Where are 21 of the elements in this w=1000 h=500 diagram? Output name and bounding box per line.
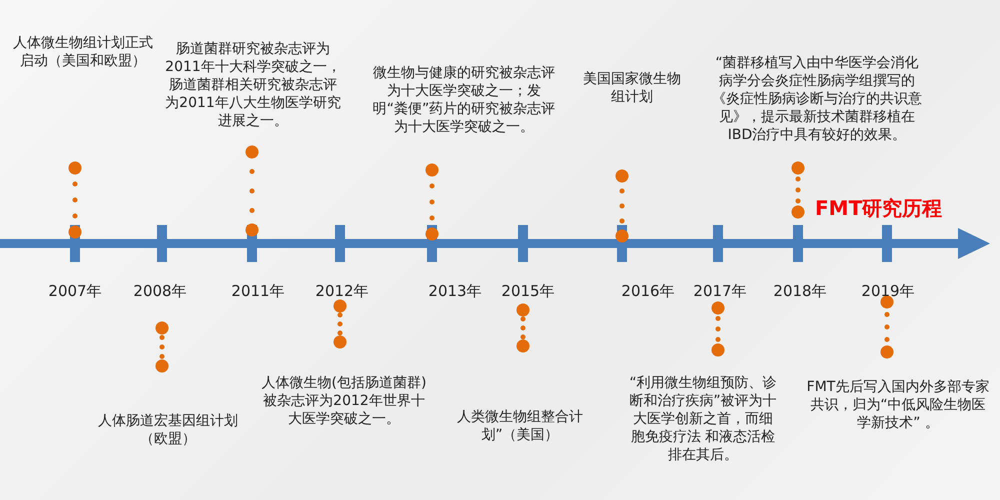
event-text: “利用微生物组预防、诊断和治疗疾病”被评为十大医学创新之首，而细胞免疫疗法 和液态活检排在其后。: [628, 374, 778, 464]
event-text: 肠道菌群研究被杂志评为2011年十大科学突破之一，肠道菌群相关研究被杂志评为2011年八大生物医学研究进展之一。: [163, 40, 343, 130]
year-label: 2019年: [861, 281, 915, 302]
event-text: 人体肠道宏基因组计划（欧盟）: [88, 412, 248, 448]
year-label: 2013年: [428, 281, 482, 302]
year-label: 2017年: [693, 281, 747, 302]
title: FMT研究历程: [815, 195, 942, 222]
year-label: 2011年: [231, 281, 285, 302]
event-text: “菌群移植写入由中华医学会消化病学分会炎症性肠病学组撰写的《炎症性肠病诊断与治疗的共识意见》，提示最新技术菌群移植在IBD治疗中具有较好的效果。: [712, 54, 922, 144]
event-text: 人体微生物组计划正式启动（美国和欧盟）: [8, 34, 158, 70]
year-label: 2012年: [315, 281, 369, 302]
year-label: 2016年: [621, 281, 675, 302]
year-label: 2007年: [48, 281, 102, 302]
year-label: 2015年: [501, 281, 555, 302]
event-text: FMT先后写入国内外多部专家共识，归为“中低风险生物医学新技术” 。: [806, 378, 990, 432]
year-label: 2008年: [133, 281, 187, 302]
event-text: 人体微生物(包括肠道菌群)被杂志评为2012年世界十大医学突破之一。: [258, 374, 430, 428]
event-text: 人类微生物组整合计划”（美国）: [450, 408, 590, 444]
event-text: 美国国家微生物组计划: [582, 70, 682, 106]
year-label: 2018年: [773, 281, 827, 302]
event-text: 微生物与健康的研究被杂志评为十大医学突破之一；发明“粪便”药片的研究被杂志评为十大医学突破之一。: [372, 64, 556, 136]
